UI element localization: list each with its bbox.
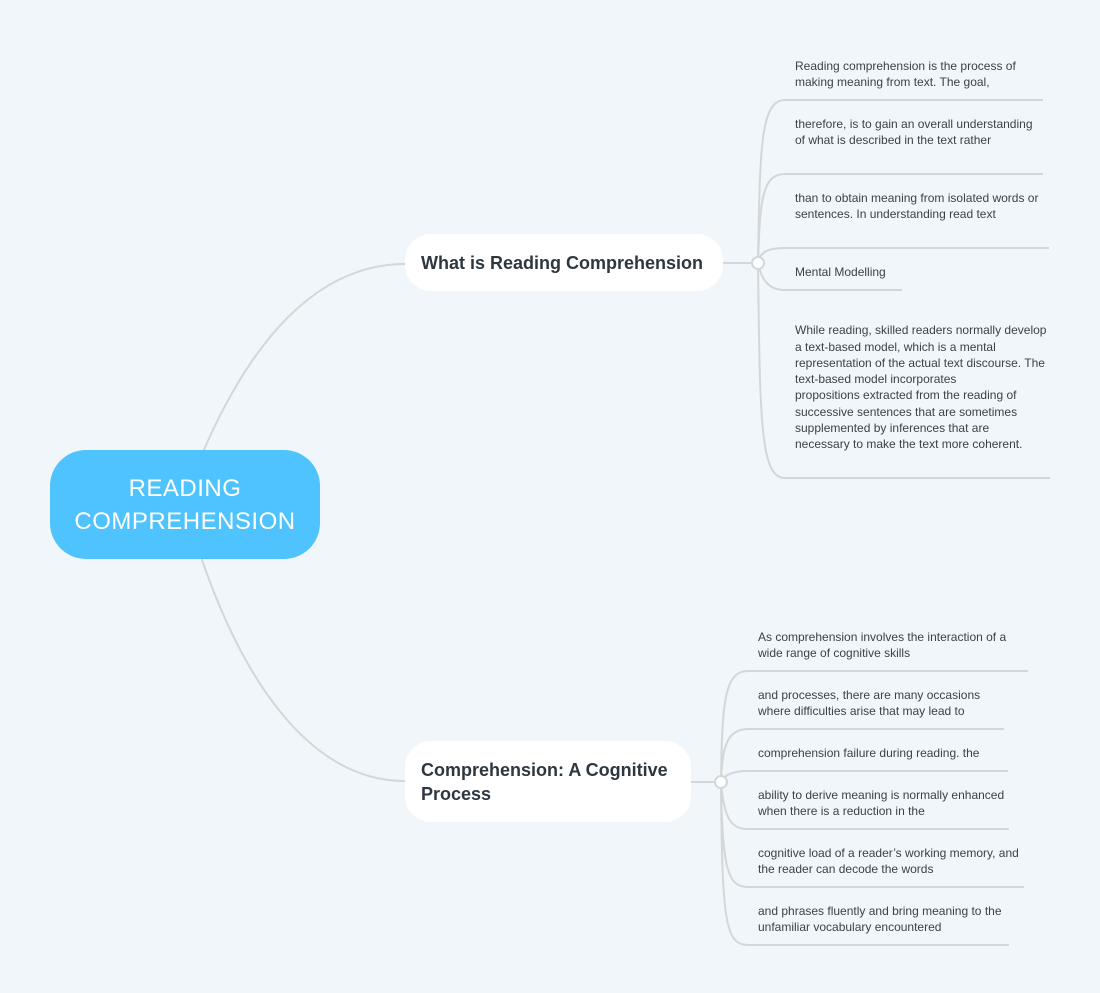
subtopic-t2-item-6[interactable]: and phrases fluently and bring meaning t… xyxy=(758,903,1008,936)
connector-t1-item-5 xyxy=(757,262,1050,479)
collapse-toggle-topic-1 xyxy=(751,256,765,270)
central-topic-label: READING COMPREHENSION xyxy=(74,474,296,535)
subtopic-t2-item-2[interactable]: and processes, there are many occasions … xyxy=(758,687,1002,720)
subtopic-t2-item-1[interactable]: As comprehension involves the interactio… xyxy=(758,629,1026,662)
subtopic-t1-item-5[interactable]: While reading, skilled readers normally … xyxy=(795,306,1047,453)
connector-root-topic-2 xyxy=(200,556,406,782)
main-topic-what-is-reading-comprehension[interactable]: What is Reading Comprehension xyxy=(405,234,723,291)
subtopic-text: and phrases fluently and bring meaning t… xyxy=(758,904,1002,935)
connector-t2-item-1 xyxy=(720,670,1028,783)
connector-t2-item-2 xyxy=(720,728,1004,783)
collapse-toggle-topic-2 xyxy=(714,775,728,789)
main-topic-label: Comprehension: A Cognitive Process xyxy=(421,759,668,804)
connector-root-topic-1 xyxy=(202,263,406,453)
subtopic-text: ability to derive meaning is normally en… xyxy=(758,788,1005,819)
connector-t2-item-6 xyxy=(720,781,1009,946)
subtopic-text: Mental Modelling xyxy=(795,265,886,279)
subtopic-text: therefore, is to gain an overall underst… xyxy=(795,117,1033,148)
central-topic[interactable]: READING COMPREHENSION xyxy=(50,450,320,559)
subtopic-t1-item-4[interactable]: Mental Modelling xyxy=(795,264,915,280)
subtopic-t1-item-3[interactable]: than to obtain meaning from isolated wor… xyxy=(795,190,1047,223)
subtopic-t1-item-2[interactable]: therefore, is to gain an overall underst… xyxy=(795,116,1043,149)
subtopic-text: comprehension failure during reading. th… xyxy=(758,746,980,760)
subtopic-text: Reading comprehension is the process of … xyxy=(795,59,1016,90)
connector-t2-item-4 xyxy=(720,781,1009,830)
main-topic-label: What is Reading Comprehension xyxy=(421,252,704,273)
subtopic-text: and processes, there are many occasions … xyxy=(758,688,981,719)
subtopic-t2-item-3[interactable]: comprehension failure during reading. th… xyxy=(758,745,1006,761)
main-topic-cognitive-process[interactable]: Comprehension: A Cognitive Process xyxy=(405,741,691,822)
connector-t2-item-3 xyxy=(720,770,1008,783)
connector-t1-item-3 xyxy=(757,247,1049,264)
connector-t1-item-1 xyxy=(757,99,1043,264)
connector-t1-item-2 xyxy=(757,173,1043,264)
subtopic-text: As comprehension involves the interactio… xyxy=(758,630,1007,661)
subtopic-t2-item-5[interactable]: cognitive load of a reader’s working mem… xyxy=(758,845,1022,878)
subtopic-text: cognitive load of a reader’s working mem… xyxy=(758,846,1019,877)
subtopic-t1-item-1[interactable]: Reading comprehension is the process of … xyxy=(795,58,1043,91)
subtopic-text: While reading, skilled readers normally … xyxy=(795,323,1047,452)
subtopic-text: than to obtain meaning from isolated wor… xyxy=(795,191,1039,222)
subtopic-t2-item-4[interactable]: ability to derive meaning is normally en… xyxy=(758,787,1008,820)
